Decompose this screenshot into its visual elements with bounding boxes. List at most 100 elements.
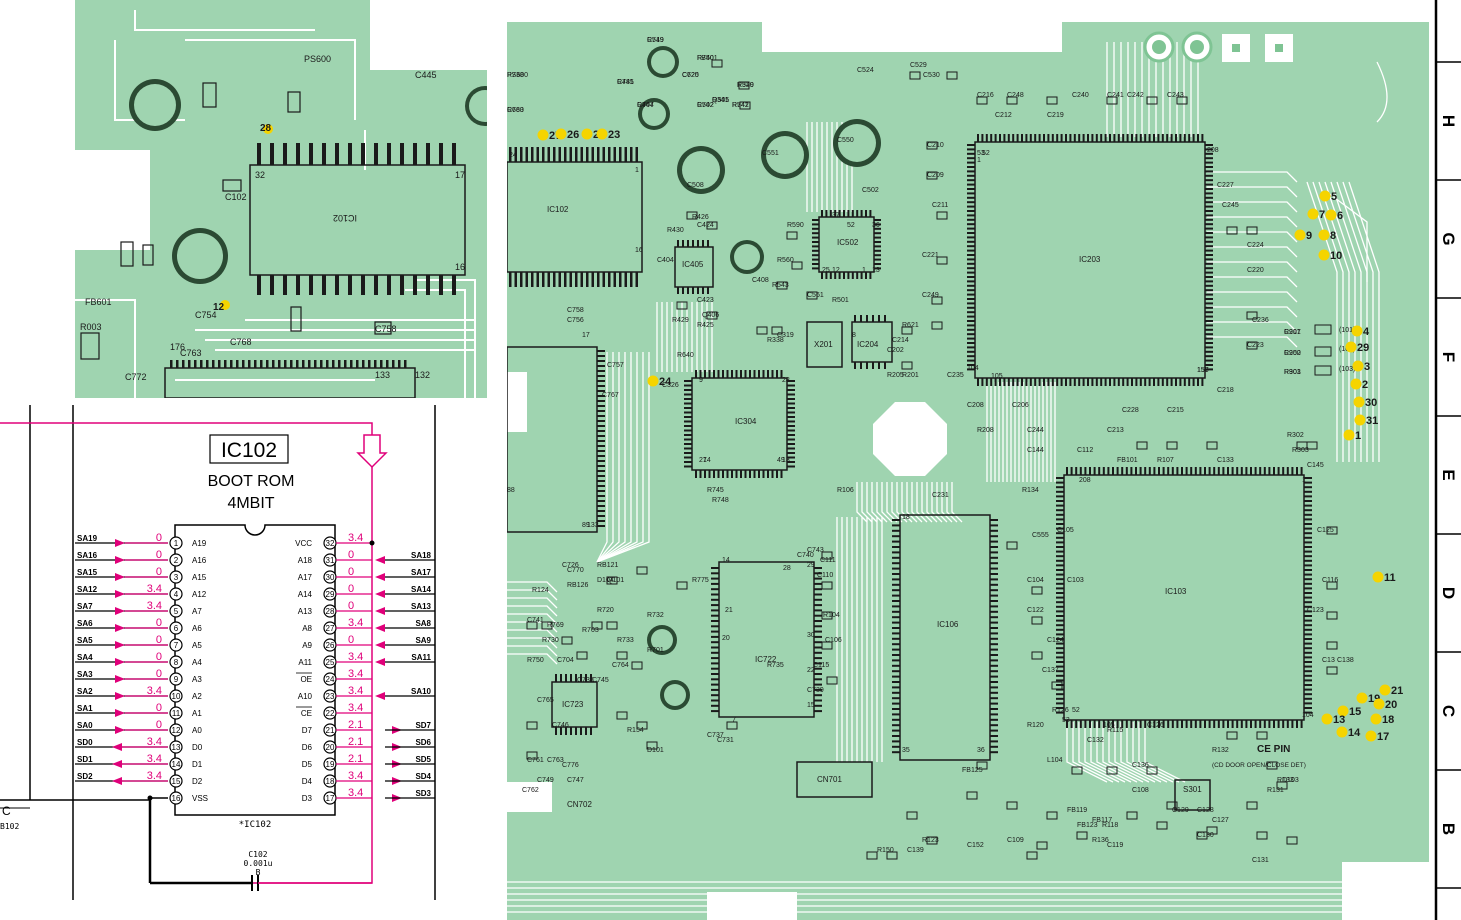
ic-pin bbox=[812, 236, 819, 239]
ic-pin bbox=[990, 664, 998, 667]
ic-pin bbox=[711, 651, 719, 654]
ic-pin bbox=[787, 452, 795, 454]
ref-designator: C213 bbox=[1107, 427, 1124, 434]
pin-name-left: A5 bbox=[192, 641, 202, 650]
smd-component bbox=[821, 641, 833, 650]
ic-pin bbox=[699, 470, 702, 478]
smd-component bbox=[706, 311, 718, 320]
pin-number: 13 bbox=[782, 457, 790, 464]
test-point-label: 18 bbox=[1382, 714, 1394, 726]
pin-number: 1 bbox=[635, 167, 639, 174]
pcb-trace bbox=[596, 352, 620, 563]
ic-pin bbox=[892, 670, 900, 673]
vcc-arrow bbox=[356, 434, 388, 469]
test-point-label: 26 bbox=[567, 129, 579, 141]
ic-pin bbox=[1183, 378, 1186, 386]
ic-pin bbox=[812, 227, 819, 230]
ic-pin bbox=[1304, 610, 1312, 613]
ref-designator: C737 bbox=[707, 732, 724, 739]
test-point-marker bbox=[1345, 341, 1357, 353]
signal-arrow bbox=[112, 743, 122, 751]
ic-pin bbox=[1121, 467, 1124, 475]
ic-pin bbox=[1205, 355, 1213, 358]
ic-pin bbox=[1056, 688, 1064, 691]
pcb-trace bbox=[507, 613, 558, 625]
voltage-left: 0 bbox=[156, 668, 162, 680]
ic-pin bbox=[814, 593, 822, 596]
ic-pin bbox=[1170, 378, 1173, 386]
ic-pin bbox=[821, 272, 823, 279]
left-qfp-pin bbox=[380, 360, 383, 368]
ic-pin bbox=[695, 470, 697, 478]
voltage-left: 3.4 bbox=[147, 685, 162, 697]
ic-pin bbox=[1079, 467, 1082, 475]
ic-pin bbox=[1205, 144, 1213, 146]
ic-pin bbox=[1205, 236, 1213, 239]
voltage-left: 0 bbox=[156, 566, 162, 578]
pin-name-right: A18 bbox=[298, 556, 313, 565]
ic-pin bbox=[1304, 693, 1312, 696]
smd-component bbox=[926, 141, 938, 150]
pcb-trace bbox=[936, 482, 948, 523]
ic-pin bbox=[1176, 467, 1179, 475]
ic-pin bbox=[892, 519, 900, 521]
ic-pin bbox=[531, 272, 534, 287]
left-qfp-pin bbox=[368, 360, 371, 368]
ref-designator: R748 bbox=[712, 497, 729, 504]
ic-pin bbox=[1148, 378, 1151, 386]
pin-number: 7 bbox=[732, 717, 736, 724]
pin-circle bbox=[169, 553, 183, 567]
ref-designator: R740 bbox=[697, 55, 714, 62]
ref-designator: C109 bbox=[1007, 837, 1024, 844]
ref-designator: R621 bbox=[902, 322, 919, 329]
net-label-right: SD4 bbox=[415, 772, 431, 781]
pcb-trace bbox=[946, 482, 958, 523]
pin-number: 29 bbox=[807, 562, 815, 569]
net-label-right: SA17 bbox=[411, 568, 432, 577]
ic-pin bbox=[744, 470, 747, 478]
ic-pin bbox=[711, 688, 719, 691]
pin-number: 22 bbox=[807, 667, 815, 674]
ic-pin bbox=[1304, 628, 1312, 631]
ic-pin bbox=[1078, 134, 1081, 142]
ic-pin bbox=[990, 605, 998, 608]
net-label-left: SA6 bbox=[77, 619, 93, 628]
ic-pin bbox=[1056, 665, 1064, 668]
ref-designator: C104 bbox=[1027, 577, 1044, 584]
ic-pin bbox=[1056, 642, 1064, 645]
ic-pin bbox=[1056, 656, 1064, 659]
ic-pin bbox=[892, 735, 900, 737]
pin-name-left: A7 bbox=[192, 607, 202, 616]
left-qfp-pin bbox=[350, 360, 353, 368]
ic-pin bbox=[1056, 633, 1064, 636]
ref-designator: R340 bbox=[737, 82, 754, 89]
smd-component bbox=[1226, 226, 1238, 235]
net-label-left: SD1 bbox=[77, 755, 93, 764]
ic-pin bbox=[1065, 134, 1067, 142]
ic-pin bbox=[569, 272, 572, 287]
ic-pin bbox=[684, 461, 692, 463]
ref-designator: FB125 bbox=[962, 767, 983, 774]
ic-pin bbox=[787, 438, 795, 441]
ic-pin bbox=[1205, 289, 1213, 292]
ic-pin bbox=[1089, 720, 1091, 728]
main-test-markers: 2726252324576981042932303111121192015181… bbox=[537, 128, 1403, 743]
ic-pin bbox=[1205, 302, 1213, 305]
ref-designator: C211 bbox=[932, 202, 948, 209]
pcb-trace bbox=[876, 482, 888, 523]
left-qfp-pin bbox=[230, 360, 233, 368]
ic-pin bbox=[1205, 284, 1213, 287]
ic-pin bbox=[892, 648, 900, 651]
ref-designator: C758 bbox=[567, 307, 584, 314]
test-point-marker bbox=[1354, 414, 1366, 426]
ic-pin bbox=[597, 445, 605, 447]
smd-component bbox=[909, 71, 921, 80]
ref-designator: C745 bbox=[592, 677, 609, 684]
pcb-trace bbox=[596, 352, 608, 563]
ic-pin bbox=[597, 500, 605, 502]
ic-pin bbox=[1166, 378, 1169, 386]
ic-pin bbox=[892, 535, 900, 538]
ic-pin bbox=[847, 210, 850, 217]
pin-number: 105 bbox=[991, 373, 1003, 380]
signal-arrow bbox=[115, 692, 125, 700]
